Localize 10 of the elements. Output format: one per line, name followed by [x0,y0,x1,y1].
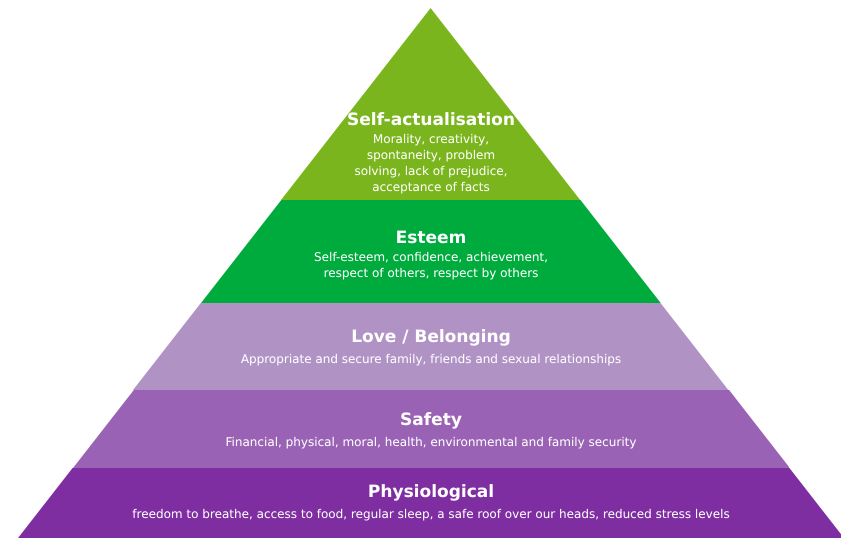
tier-heading: Safety [400,410,462,431]
tier-description: Self-esteem, confidence, achievement, respect of others, respect by others [313,249,549,281]
tier-description: freedom to breathe, access to food, regular sleep, a safe roof over our heads, reduced stress levels [132,506,730,522]
tier-heading: Physiological [368,482,494,503]
tier-description: Morality, creativity, spontaneity, problem solving, lack of prejudice, acceptance of facts [353,131,508,195]
tier-heading: Love / Belonging [351,327,511,348]
tier-heading: Self-actualisation [346,110,515,131]
tier-description: Financial, physical, moral, health, environmental and family security [225,434,636,450]
tier-heading: Esteem [396,228,466,249]
tier-description: Appropriate and secure family, friends and sexual relationships [240,351,622,367]
